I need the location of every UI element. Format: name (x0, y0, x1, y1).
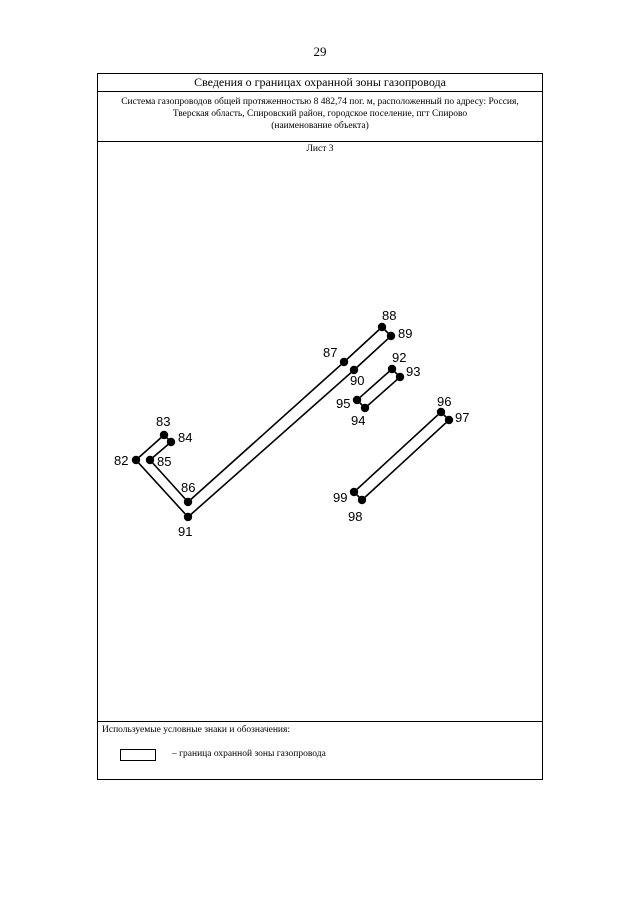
object-line-2: Тверская область, Спировский район, горо… (172, 109, 468, 119)
point-label-90: 90 (350, 373, 364, 388)
legend-item-text: – граница охранной зоны газопровода (172, 749, 326, 759)
document-frame: Сведения о границах охранной зоны газопр… (97, 73, 543, 780)
boundary-point-83 (159, 430, 169, 440)
boundary-point-82 (131, 455, 141, 465)
boundary-point-94 (360, 403, 370, 413)
point-label-89: 89 (398, 326, 412, 341)
point-label-84: 84 (178, 430, 192, 445)
object-description: Система газопроводов общей протяженность… (98, 92, 542, 142)
point-label-96: 96 (437, 394, 451, 409)
boundary-point-98 (357, 495, 367, 505)
boundary-point-89 (386, 331, 396, 341)
boundary-point-88 (377, 322, 387, 332)
boundary-point-87 (339, 357, 349, 367)
point-label-91: 91 (178, 524, 192, 539)
legend: Используемые условные знаки и обозначени… (98, 721, 542, 780)
point-label-83: 83 (156, 414, 170, 429)
boundary-point-85 (145, 455, 155, 465)
boundary-point-90 (349, 365, 359, 375)
legend-title: Используемые условные знаки и обозначени… (102, 725, 291, 735)
point-label-82: 82 (114, 453, 128, 468)
point-label-92: 92 (392, 350, 406, 365)
boundary-point-96 (436, 407, 446, 417)
point-label-86: 86 (181, 480, 195, 495)
sheet-label: Лист 3 (306, 144, 334, 154)
point-label-85: 85 (157, 454, 171, 469)
point-label-95: 95 (336, 396, 350, 411)
boundary-point-93 (395, 372, 405, 382)
point-label-93: 93 (406, 364, 420, 379)
document-title: Сведения о границах охранной зоны газопр… (98, 74, 542, 92)
object-line-1: Система газопроводов общей протяженность… (121, 97, 519, 107)
point-label-87: 87 (323, 345, 337, 360)
point-label-88: 88 (382, 308, 396, 323)
boundary-point-86 (183, 497, 193, 507)
boundary-point-92 (387, 364, 397, 374)
object-caption: (наименование объекта) (271, 121, 369, 131)
gas-zone-boundary-3 (352, 410, 451, 502)
point-label-98: 98 (348, 509, 362, 524)
boundary-point-97 (444, 415, 454, 425)
page-number: 29 (313, 44, 327, 59)
boundary-point-99 (349, 487, 359, 497)
point-label-94: 94 (351, 413, 365, 428)
legend-symbol-box (120, 749, 156, 761)
boundary-point-95 (352, 395, 362, 405)
boundary-point-91 (183, 512, 193, 522)
boundary-point-84 (166, 437, 176, 447)
point-label-97: 97 (455, 410, 469, 425)
point-label-99: 99 (333, 490, 347, 505)
